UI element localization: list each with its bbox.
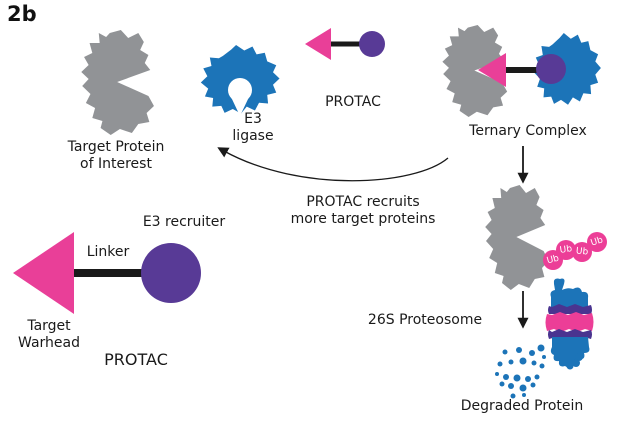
proteasome-upper-ring	[548, 304, 592, 314]
ternary-recruiter-circle	[536, 54, 566, 84]
e3-ligase-pocket	[228, 78, 252, 102]
schematic-warhead-triangle	[13, 232, 74, 314]
proteasome-label: 26S Proteosome	[367, 312, 483, 328]
e3-ligase-label: E3 ligase	[232, 111, 274, 144]
proteasome-barrel	[537, 278, 594, 370]
ubiquitin-chain	[543, 232, 607, 270]
protac-small-label: PROTAC	[325, 94, 381, 110]
proteasome-top-cap	[550, 278, 589, 309]
e3-recruiter-label: E3 recruiter	[142, 214, 226, 230]
proteasome-bottom-cap	[550, 337, 590, 368]
ternary-warhead-triangle	[478, 53, 506, 87]
target-protein-label: Target Protein of Interest	[67, 139, 165, 172]
target-warhead-label: Target Warhead	[18, 318, 80, 351]
protac-small-recruiter-circle	[359, 31, 385, 57]
ubiquitinated-protein-group: Ub Ub Ub Ub	[485, 185, 607, 290]
ubiquitin-label: Ub	[575, 246, 589, 257]
ubiquitin-label: Ub	[590, 235, 605, 248]
ubiquitinated-protein-blob	[485, 185, 549, 290]
recruit-annotation: PROTAC recruits more target proteins	[290, 194, 436, 227]
e3-ligase-blob	[200, 45, 280, 116]
ternary-complex-group	[442, 25, 601, 117]
degraded-protein-fragments	[495, 347, 546, 399]
protac-small-warhead-triangle	[305, 28, 331, 60]
protac-small	[305, 28, 385, 60]
proteasome-core-ring	[545, 312, 594, 332]
proteasome-arms	[537, 344, 583, 370]
panel-label: 2b	[7, 2, 37, 26]
linker-label: Linker	[86, 244, 130, 260]
target-protein-blob	[81, 30, 154, 135]
degraded-protein-label: Degraded Protein	[460, 398, 584, 414]
schematic-recruiter-circle	[141, 243, 201, 303]
ternary-complex-label: Ternary Complex	[469, 123, 587, 139]
protac-schematic	[13, 232, 201, 314]
ubiquitin-label: Ub	[559, 244, 573, 256]
arrow-protac-recycle	[217, 147, 449, 182]
protac-schematic-label: PROTAC	[104, 350, 168, 369]
ubiquitin-label: Ub	[546, 254, 561, 267]
